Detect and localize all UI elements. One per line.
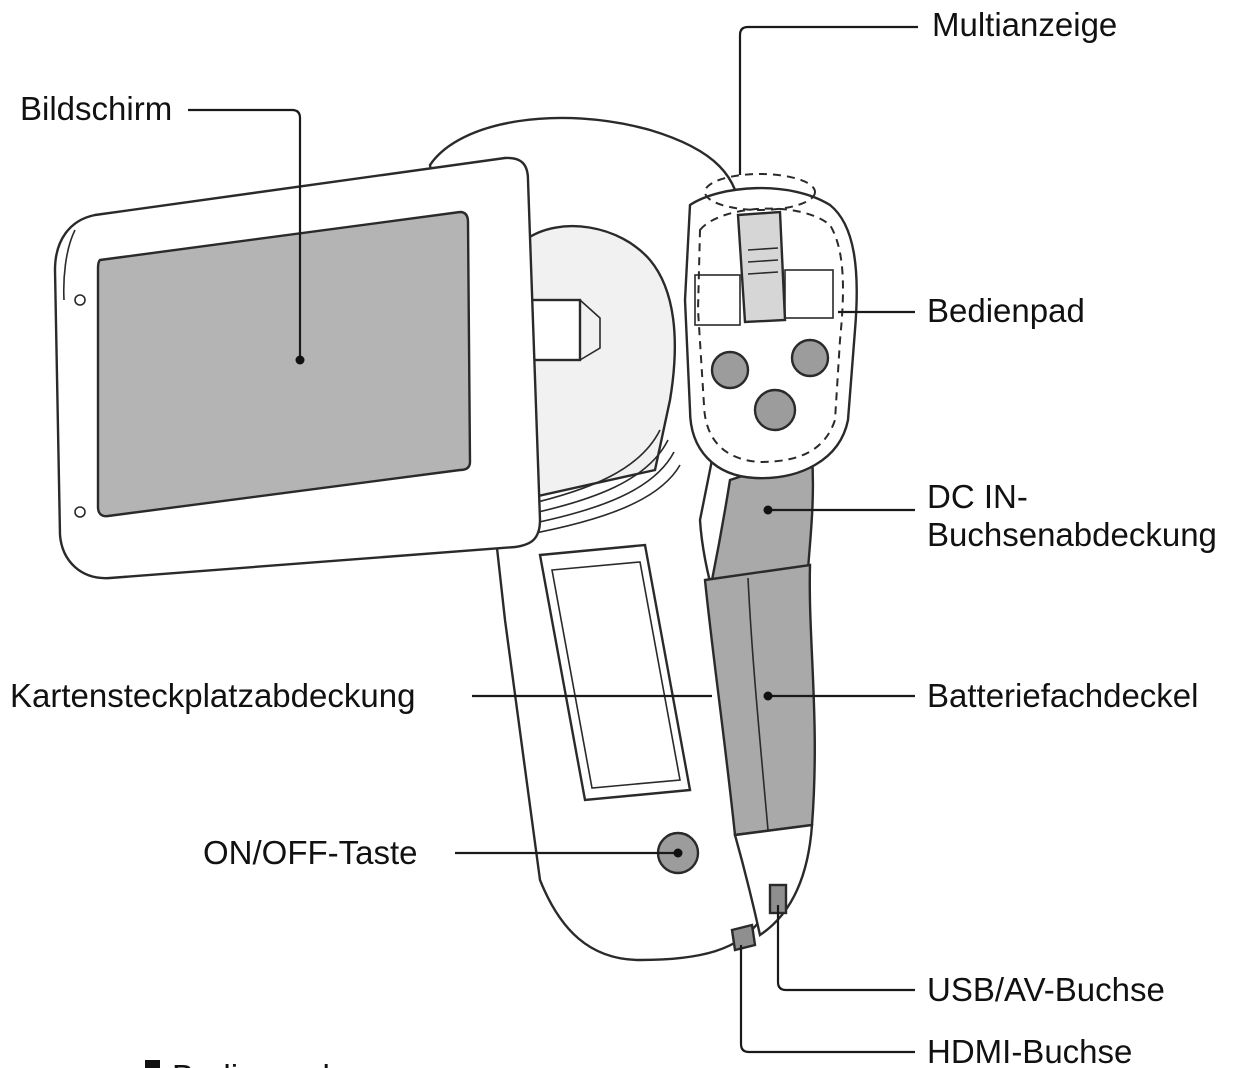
label-hdmi-jack: HDMI-Buchse [927, 1033, 1132, 1068]
control-pad-region [685, 174, 857, 478]
pad-button-right [792, 340, 828, 376]
leader-multi-indicator [740, 27, 918, 175]
label-dc-in-line1: DC IN- [927, 478, 1028, 515]
label-power-button: ON/OFF-Taste [203, 834, 418, 871]
flip-display [55, 158, 540, 578]
footer-bullet [145, 1060, 160, 1068]
pad-button-left [712, 352, 748, 388]
hdmi-jack [732, 925, 755, 950]
label-battery-cover: Batteriefachdeckel [927, 677, 1199, 714]
label-usb-av-jack: USB/AV-Buchse [927, 971, 1165, 1008]
label-multi-indicator: Multianzeige [932, 6, 1117, 43]
footer-partial-heading: Bedienpad [172, 1058, 330, 1068]
leader-hdmi [741, 945, 915, 1052]
label-card-slot-cover: Kartensteckplatzabdeckung [10, 677, 415, 714]
lens-cavity [520, 226, 675, 500]
zoom-rocker [738, 212, 785, 322]
pad-button-center [755, 390, 795, 430]
label-display: Bildschirm [20, 90, 172, 127]
display-screen [98, 212, 470, 516]
label-control-pad: Bedienpad [927, 292, 1085, 329]
label-dc-in-line2: Buchsenabdeckung [927, 516, 1217, 553]
leader-usb-av [778, 905, 915, 990]
